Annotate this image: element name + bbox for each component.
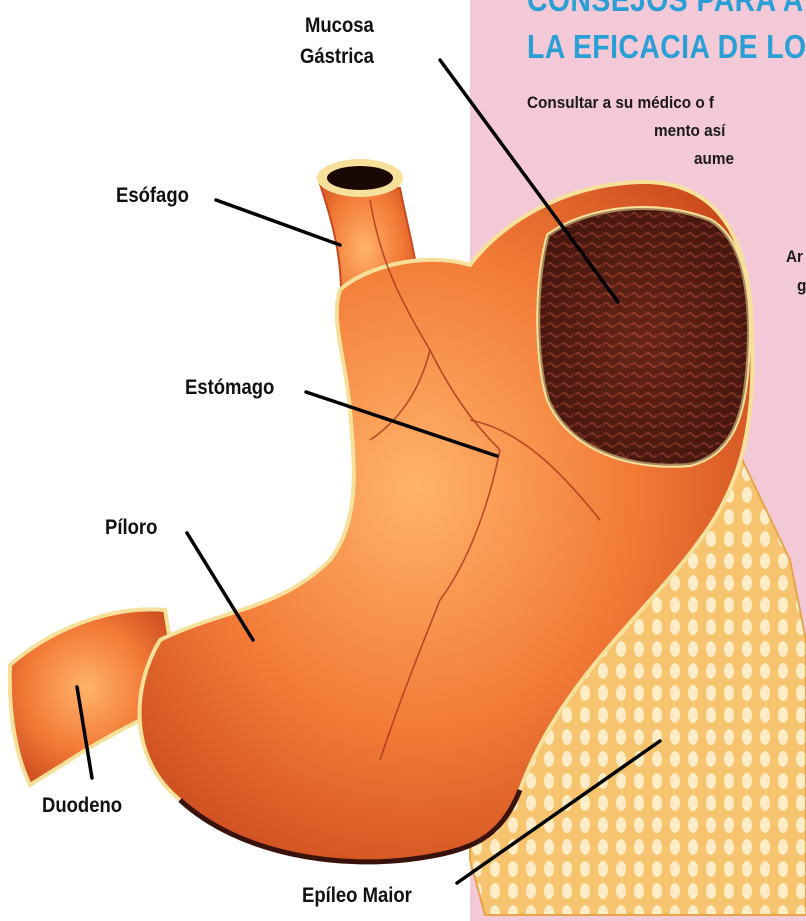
leader-line-esofago <box>216 200 340 245</box>
label-epileo-maior: Epíleo Maior <box>302 884 412 908</box>
label-duodeno: Duodeno <box>42 794 122 818</box>
label-piloro: Píloro <box>105 516 157 540</box>
label-mucosa-line-2: Gástrica <box>300 45 374 69</box>
label-mucosa-line-1: Mucosa <box>305 14 374 38</box>
label-estomago: Estómago <box>185 376 274 400</box>
label-esofago: Esófago <box>116 184 189 208</box>
